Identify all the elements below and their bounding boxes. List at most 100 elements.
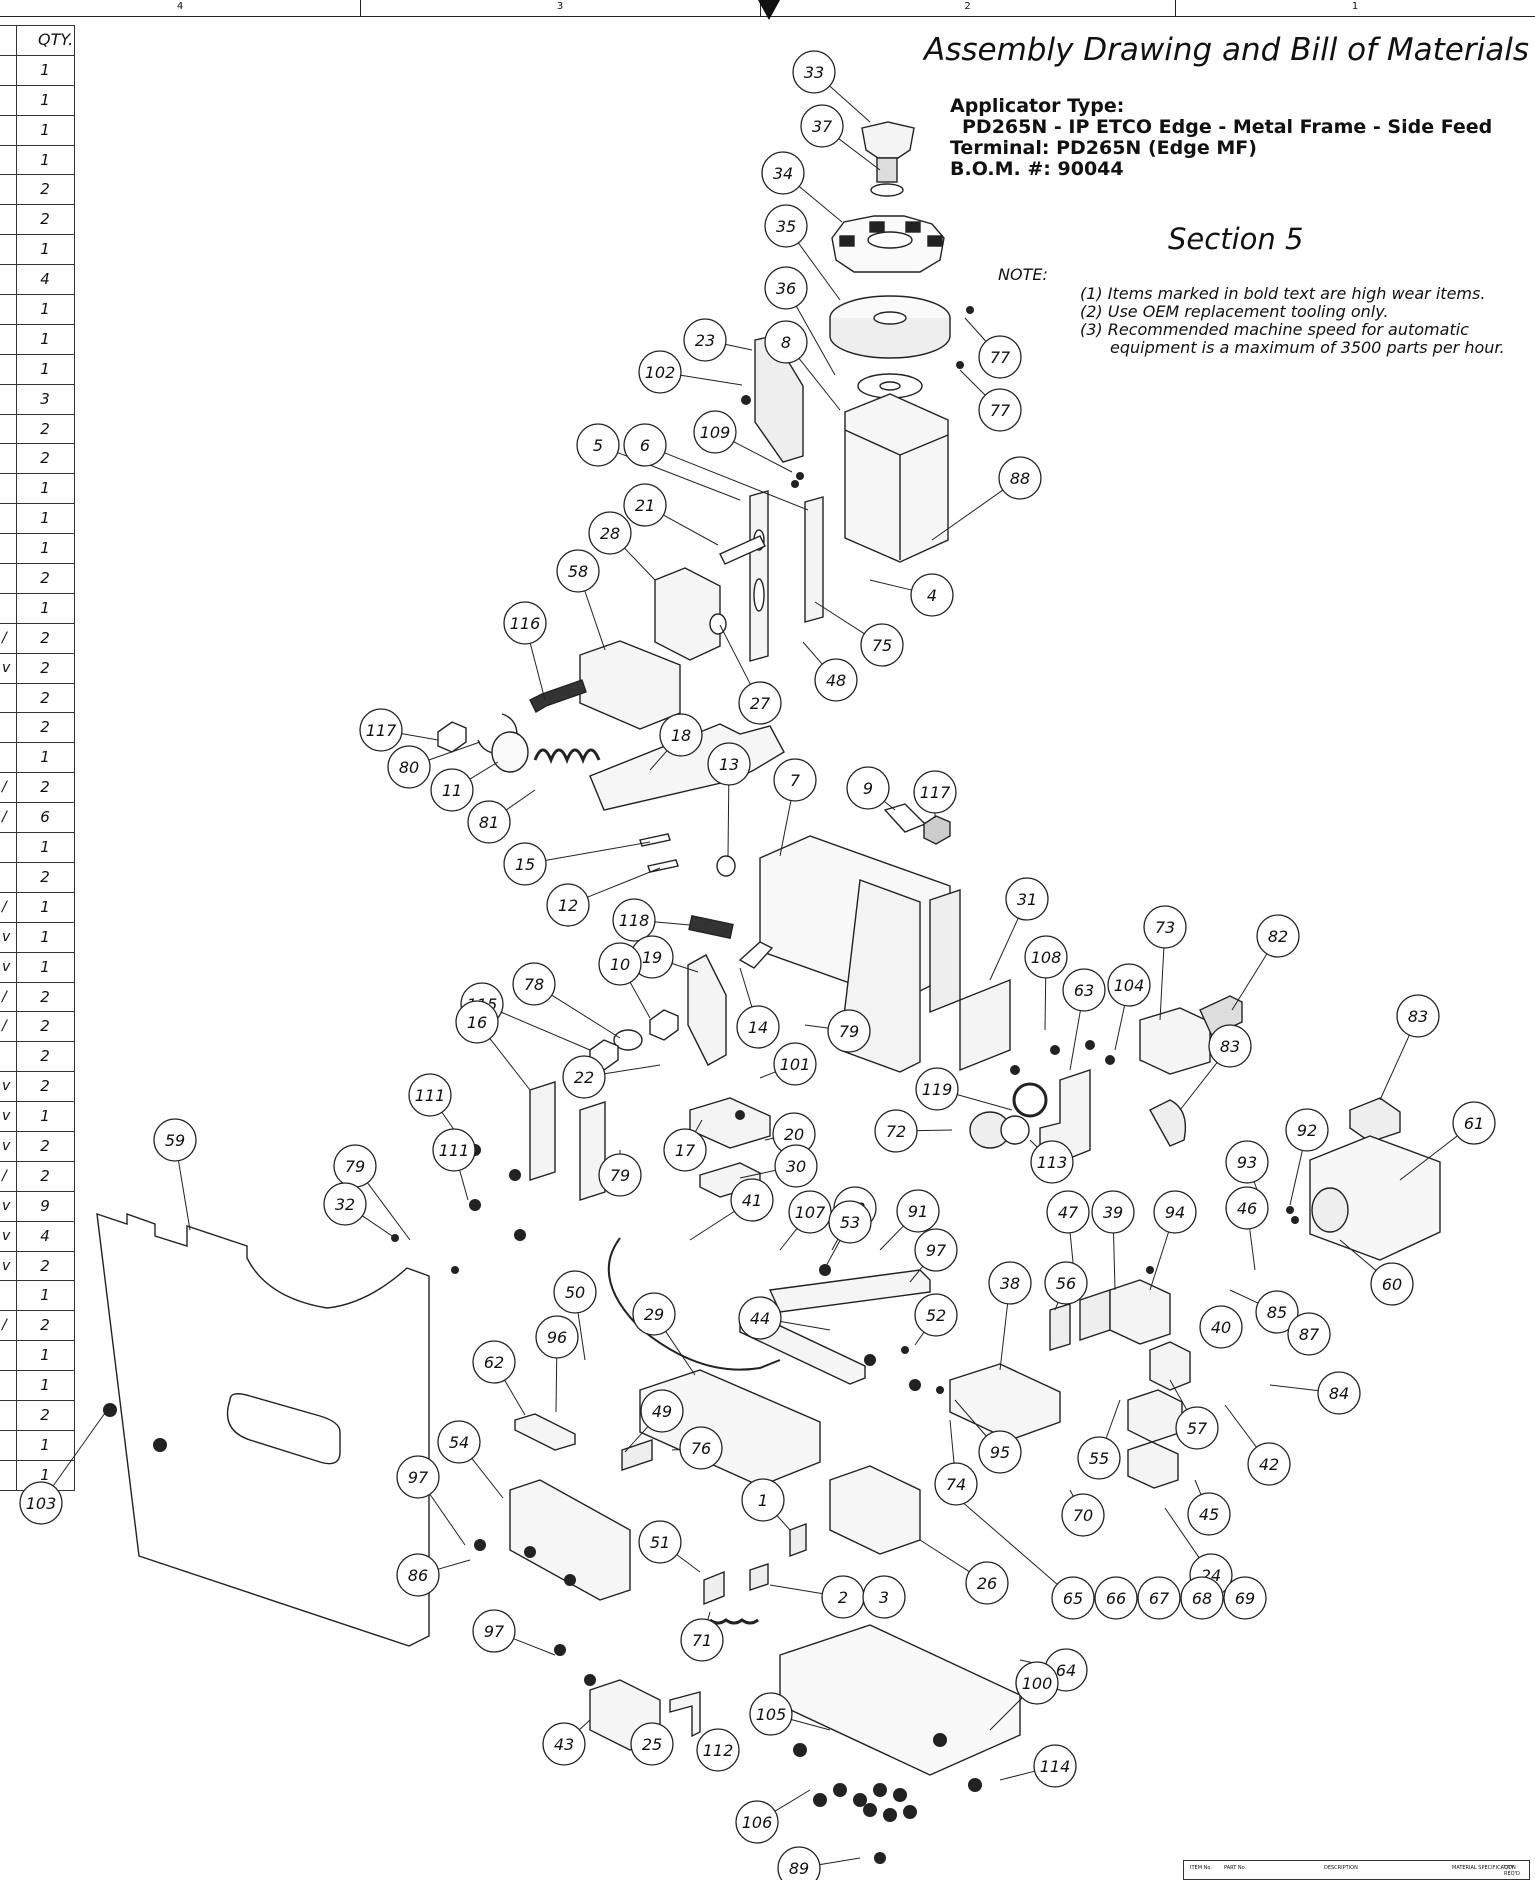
item-balloon: 94 — [1153, 1190, 1197, 1234]
balloon-label: 36 — [776, 279, 796, 298]
balloon-circle — [1051, 1576, 1095, 1620]
balloon-label: 88 — [1010, 469, 1030, 488]
leader-line — [501, 1011, 591, 1051]
leader-line — [1164, 1507, 1200, 1558]
item-balloon: 80 — [387, 745, 431, 789]
balloon-label: 7 — [790, 771, 801, 790]
item-balloon: 66 — [1094, 1576, 1138, 1620]
balloon-circle — [553, 1270, 597, 1314]
item-balloon: 41 — [730, 1178, 774, 1222]
balloon-circle — [988, 1261, 1032, 1305]
balloon-circle — [1370, 1262, 1414, 1306]
bom-row: 2 — [0, 413, 74, 444]
item-balloon: 79 — [333, 1144, 377, 1188]
balloon-label: 56 — [1056, 1274, 1076, 1293]
item-balloon: 35 — [764, 204, 808, 248]
item-balloon: 23 — [683, 318, 727, 362]
item-balloon: 71 — [680, 1618, 724, 1662]
bom-row-fragment: v — [2, 1227, 11, 1244]
item-balloon: 76 — [679, 1426, 723, 1470]
bom-row-qty: 1 — [40, 150, 50, 169]
balloon-label: 45 — [1199, 1505, 1219, 1524]
balloon-circle — [432, 1128, 476, 1172]
balloon-label: 42 — [1259, 1455, 1279, 1474]
bom-row: /2 — [0, 1011, 74, 1042]
item-balloon: 34 — [761, 151, 805, 195]
leader-line — [529, 643, 546, 701]
bom-row: 2 — [0, 204, 74, 235]
balloon-label: 46 — [1237, 1199, 1257, 1218]
item-balloon: 77 — [978, 388, 1022, 432]
leader-line — [959, 1499, 1058, 1585]
leader-line — [52, 1412, 106, 1487]
bom-row-qty: 1 — [40, 838, 50, 857]
leader-line — [428, 741, 481, 761]
leader-line — [916, 1129, 953, 1132]
balloon-label: 66 — [1106, 1589, 1126, 1608]
leader-line — [774, 1789, 811, 1812]
leader-line — [1113, 1232, 1116, 1291]
bom-row-qty: 1 — [40, 897, 50, 916]
terminal-label: Terminal: PD265N (Edge MF) — [950, 137, 1257, 159]
item-balloon: 46 — [1225, 1186, 1269, 1230]
item-balloon: 33 — [792, 50, 836, 94]
leader-line — [802, 641, 823, 665]
balloon-label: 79 — [839, 1022, 859, 1041]
balloon-circle — [467, 800, 511, 844]
bom-row-fragment: v — [2, 1108, 11, 1125]
bom-row: 1 — [0, 1429, 74, 1460]
bom-row-qty: 2 — [40, 718, 50, 737]
item-balloon: 38 — [988, 1261, 1032, 1305]
balloon-circle — [846, 766, 890, 810]
item-balloon: 31 — [1005, 877, 1049, 921]
bom-row-qty: 4 — [40, 270, 50, 289]
balloon-label: 30 — [786, 1157, 806, 1176]
leader-line — [798, 186, 843, 223]
balloon-circle — [623, 483, 667, 527]
balloon-label: 23 — [695, 331, 715, 350]
item-balloon: 50 — [553, 1270, 597, 1314]
balloon-label: 76 — [691, 1439, 711, 1458]
balloon-label: 22 — [574, 1068, 594, 1087]
bom-row-fragment: v — [2, 958, 11, 975]
item-balloon: 26 — [965, 1561, 1009, 1605]
bom-row-fragment: / — [2, 1317, 7, 1334]
item-balloon: 96 — [535, 1315, 579, 1359]
leader-line — [555, 1357, 558, 1413]
balloon-label: 83 — [1220, 1037, 1240, 1056]
leader-line — [829, 85, 871, 123]
balloon-label: 2 — [838, 1588, 848, 1607]
item-balloon: 72 — [874, 1109, 918, 1153]
leader-line — [814, 601, 865, 635]
balloon-circle — [978, 1430, 1022, 1474]
item-balloon: 83 — [1396, 994, 1440, 1038]
bom-row-qty: 2 — [40, 1017, 50, 1036]
item-balloon: 40 — [1199, 1305, 1243, 1349]
balloon-circle — [774, 1144, 818, 1188]
leader-line — [959, 369, 986, 396]
note-1: (1) Items marked in bold text are high w… — [1080, 284, 1486, 303]
bom-row-fragment: v — [2, 1257, 11, 1274]
balloon-circle — [934, 1462, 978, 1506]
balloon-label: 25 — [642, 1735, 662, 1754]
item-balloon: 25 — [630, 1722, 674, 1766]
item-balloon: 32 — [323, 1182, 367, 1226]
leader-line — [759, 1071, 776, 1079]
leader-line — [604, 1064, 661, 1075]
balloon-label: 49 — [652, 1402, 672, 1421]
balloon-circle — [814, 658, 858, 702]
balloon-circle — [1452, 1101, 1496, 1145]
bom-row-qty: 1 — [40, 300, 50, 319]
balloon-circle — [1225, 1140, 1269, 1184]
part-illustrations — [96, 121, 1441, 1864]
item-balloon: 12 — [546, 883, 590, 927]
item-balloon: 39 — [1091, 1190, 1135, 1234]
balloon-label: 26 — [977, 1574, 997, 1593]
item-balloon: 48 — [814, 658, 858, 702]
zone-1: 1 — [1351, 1, 1359, 12]
item-balloon: 17 — [663, 1128, 707, 1172]
leader-line — [964, 317, 987, 342]
